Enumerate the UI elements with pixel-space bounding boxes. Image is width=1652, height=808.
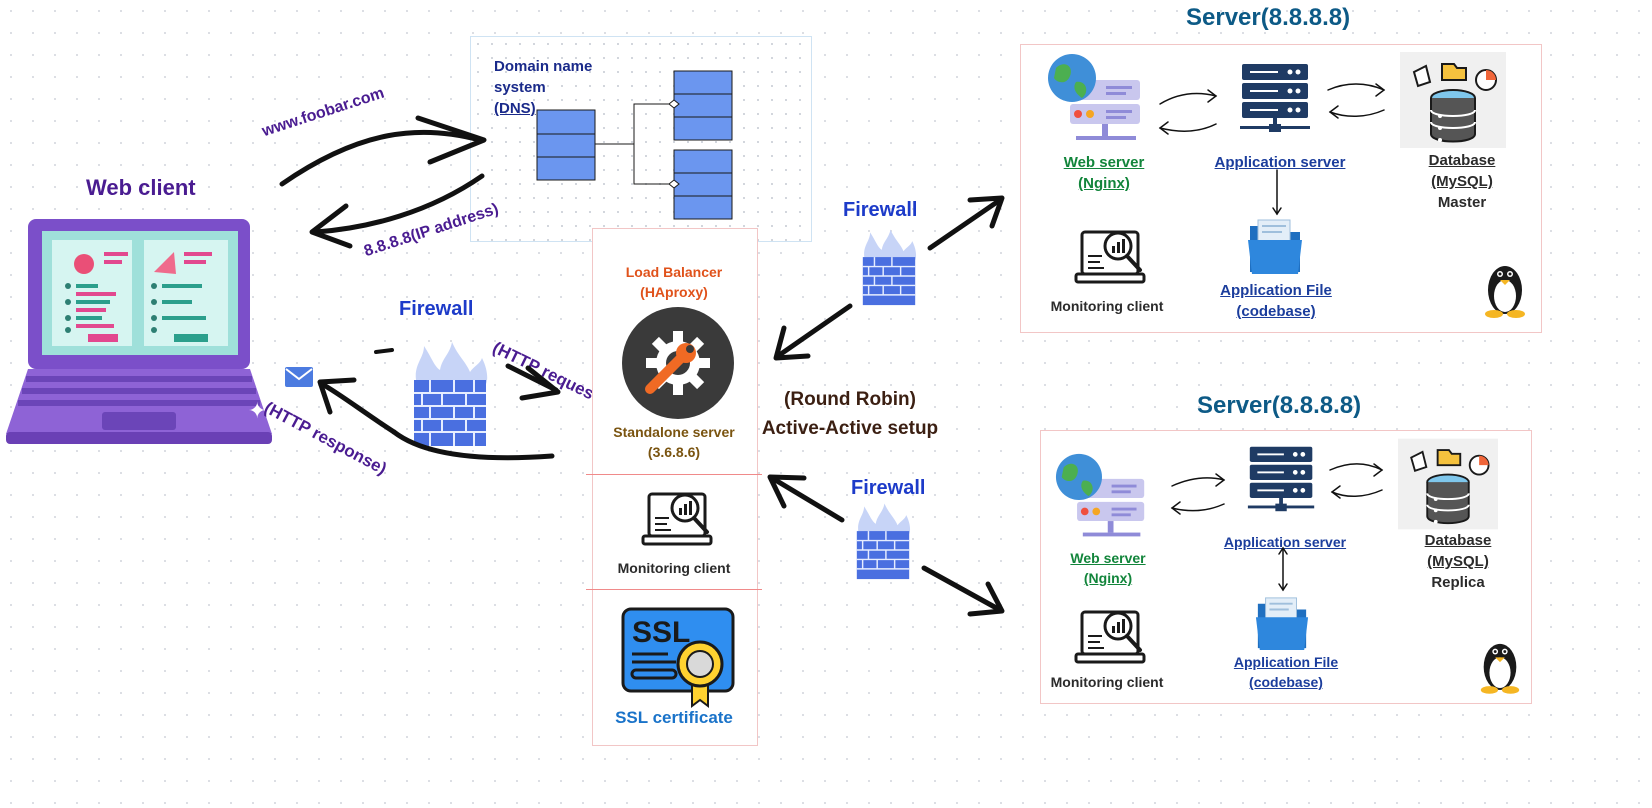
folder-icon	[1255, 597, 1309, 651]
lb-monitoring-label: Monitoring client	[617, 560, 731, 576]
firewall-client-label: Firewall	[399, 298, 474, 320]
firewall-icon	[856, 503, 911, 580]
dns-records-diagram	[536, 70, 733, 220]
ssl-certificate-icon: SSL	[621, 607, 735, 708]
arrow-dns-request	[279, 129, 483, 187]
linux-penguin-icon	[1485, 266, 1525, 318]
application-server-label: Application server	[1223, 534, 1347, 550]
monitoring-client-label: Monitoring client	[1050, 298, 1164, 314]
web-server-icon	[1048, 54, 1140, 140]
setup-label: (Round Robin) Active-Active setup	[761, 389, 939, 439]
dns-label: Domain name system (DNS)	[494, 58, 593, 117]
standalone-server-label: Standalone server (3.6.8.6)	[613, 424, 735, 460]
arrow-to-load-balancer	[775, 303, 853, 359]
database-icon	[1400, 52, 1506, 148]
linux-penguin-icon	[1480, 643, 1520, 694]
envelope-icon	[285, 367, 313, 387]
dns-panel	[470, 36, 812, 242]
ssl-certificate-label: SSL certificate	[615, 708, 733, 727]
folder-icon	[1248, 219, 1302, 274]
firewall-icon	[862, 229, 917, 306]
web-server-icon	[1055, 453, 1145, 537]
svg-text:✦: ✦	[248, 399, 266, 424]
divider	[586, 589, 762, 590]
arrow-http-response	[391, 429, 555, 461]
firewall-icon	[414, 342, 488, 446]
application-file-label: Application File (codebase)	[1233, 654, 1339, 690]
firewall-top-label: Firewall	[843, 199, 918, 221]
arrow-to-bottom-server	[921, 565, 1003, 613]
arrow-dns-reply	[313, 173, 485, 235]
arrow-from-bottom	[769, 475, 845, 523]
web-server-label: Web server (Nginx)	[1063, 154, 1145, 192]
gear-wrench-icon	[622, 307, 734, 419]
database-label: Database (MySQL) Replica	[1424, 532, 1492, 591]
firewall-bottom-label: Firewall	[851, 477, 926, 499]
web-client-title: Web client	[86, 175, 196, 200]
load-balancer-title: Load Balancer (HAproxy)	[625, 264, 723, 300]
divider	[586, 474, 762, 475]
laptop-icon: ✦	[6, 219, 272, 444]
monitoring-client-label: Monitoring client	[1050, 674, 1164, 690]
database-icon	[1398, 438, 1498, 530]
application-server-icon	[1240, 64, 1310, 132]
monitoring-icon	[1074, 230, 1146, 284]
svg-text:SSL: SSL	[632, 616, 690, 649]
application-file-label: Application File (codebase)	[1220, 282, 1332, 320]
database-label: Database (MySQL) Master	[1428, 152, 1496, 211]
arrow-to-top-server	[927, 197, 1003, 251]
monitoring-icon	[641, 492, 713, 546]
web-server-label: Web server (Nginx)	[1070, 550, 1146, 586]
monitoring-icon	[1074, 610, 1146, 664]
server-bottom-title: Server(8.8.8.8)	[1197, 392, 1362, 419]
server-top-title: Server(8.8.8.8)	[1186, 4, 1351, 31]
application-server-icon	[1247, 446, 1315, 512]
application-server-label: Application server	[1214, 154, 1346, 171]
